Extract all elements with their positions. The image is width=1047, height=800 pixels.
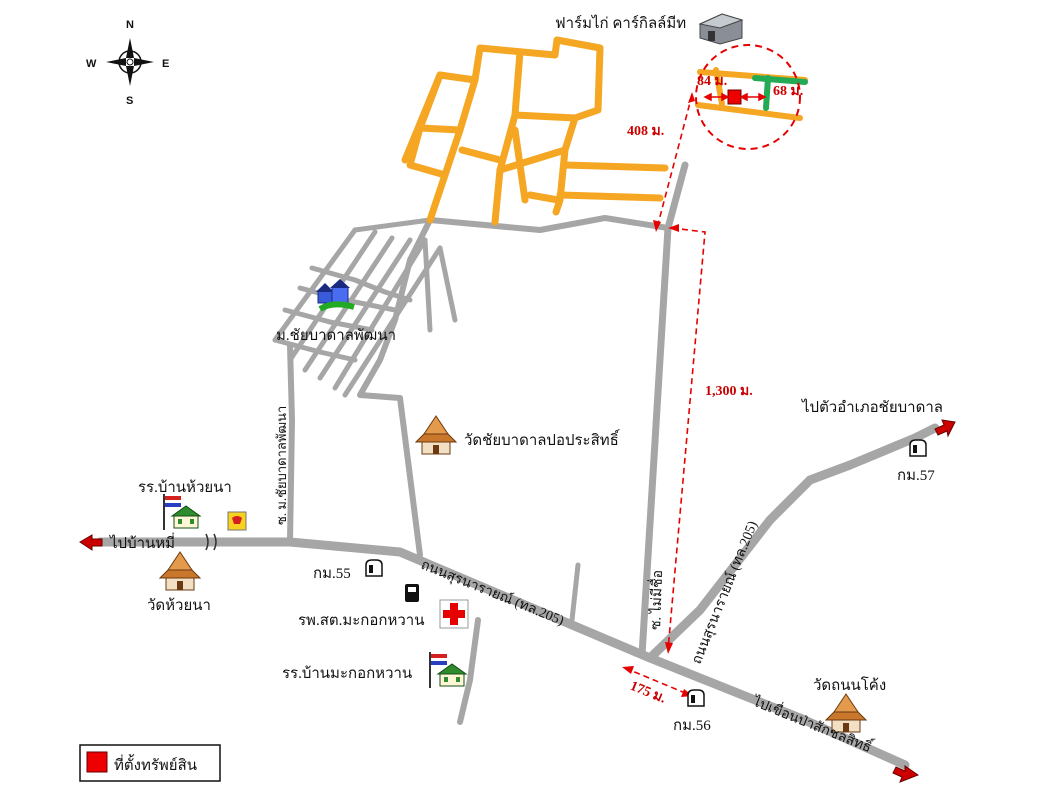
highway-205-branch [645,423,940,663]
school-icon[interactable] [429,652,468,688]
village-grid-6 [342,245,443,398]
road-break-icon [205,533,217,551]
school-icon[interactable] [163,494,202,530]
label-to-chaibadan: ไปตัวอำเภอชัยบาดาล [801,398,943,416]
legend-label: ที่ตั้งทรัพย์สิน [114,754,197,774]
village-grid-7 [352,217,433,233]
direction-arrows [79,419,956,783]
gas-station-icon[interactable] [227,511,247,531]
compass-w: W [86,58,97,70]
road-north-link [427,215,671,233]
compass-n: N [126,19,134,31]
road-mid-stub [569,562,581,623]
temple-icon[interactable] [824,693,868,733]
village-grid-8 [309,265,413,303]
farm-road-6 [511,111,579,122]
hospital-icon[interactable] [439,599,469,629]
arrow-to-chaibadan-icon [934,419,956,438]
farm-road-10 [561,161,669,172]
farm-road-11 [556,191,664,202]
temple-icon[interactable] [414,415,458,455]
road-south [457,617,481,725]
village-icon[interactable] [316,279,355,312]
label-km57: กม.57 [897,468,935,484]
dist-line-175 [624,667,691,696]
label-wat-thanon-khong: วัดถนนโค้ง [813,676,886,694]
distance-1300: 1,300 ม. [705,384,753,399]
label-soi-village: ซ. ม.ชัยบาดาลพัฒนา [274,406,289,525]
property-marker-icon[interactable] [727,89,742,105]
label-hospital: รพ.สต.มะกอกหวาน [298,613,424,629]
km-post-icon[interactable] [687,689,705,707]
legend-marker-icon [86,751,108,773]
village-grid-12 [422,237,433,333]
compass-s: S [126,95,133,107]
dist-line-408 [656,94,693,229]
label-soi-unnamed: ซ. ไม่มีชื่อ [646,570,666,631]
km-post-icon[interactable] [365,559,383,577]
label-farm: ฟาร์มไก่ คาร์กิลล์มีท [555,14,686,32]
compass-e: E [162,58,169,70]
label-wat-pho: วัดชัยบาดาลปอประสิทธิ์ [464,429,621,449]
distance-68: 68 ม. [773,84,803,99]
green-road-2 [763,75,771,111]
legend: ที่ตั้งทรัพย์สิน [79,744,221,782]
label-school-makok: รร.บ้านมะกอกหวาน [282,665,412,682]
km-post-icon[interactable] [909,439,927,457]
property-road-2 [695,102,803,121]
arrow-to-dam-icon [892,765,920,783]
distance-175: 175 ม. [628,679,668,707]
village-grid-10 [282,307,375,333]
village-grid-11 [272,337,358,363]
village-grid-13 [437,245,458,323]
farm-road-8 [458,146,504,164]
dist-line-1300 [667,227,706,651]
label-village: ม.ชัยบาดาลพัฒนา [276,328,396,344]
farm-road-1 [401,36,604,216]
highway-205 [95,537,910,770]
distance-lines [624,94,706,696]
farm-road-3 [426,76,479,224]
farm-road-2 [491,48,524,226]
property-circle [695,44,801,150]
farm-road-5 [406,124,449,179]
gray-roads [95,161,940,770]
temple-icon[interactable] [158,551,202,591]
farm-building-icon[interactable] [698,13,744,45]
label-road-branch: ถนนสุรนารายณ์ (ทล.205) [688,518,761,666]
farm-road-7 [496,146,569,174]
gas-station-icon[interactable] [405,584,419,602]
property-road-3 [713,67,725,107]
arrow-to-banmi-icon [79,534,103,551]
village-grid-5 [332,237,428,391]
distance-408: 408 ม. [627,124,664,139]
soi-village-road [287,342,295,545]
label-km56: กม.56 [673,718,711,734]
label-to-banmi: ไปบ้านหมี่ [109,532,175,552]
property-dimension-arrows [703,92,767,102]
farm-road-9 [526,191,562,204]
green-road-1 [752,75,808,85]
distance-84: 84 ม. [697,74,727,89]
label-wat-huaina: วัดห้วยนา [147,597,211,614]
label-school-huaina: รร.บ้านห้วยนา [138,479,232,496]
green-roads [752,75,808,111]
farm-road-4 [416,71,464,134]
compass-icon [106,38,154,86]
orange-roads [401,36,808,226]
farm-road-12 [511,126,529,204]
village-grid-1 [272,227,358,343]
label-km55: กม.55 [313,566,351,582]
